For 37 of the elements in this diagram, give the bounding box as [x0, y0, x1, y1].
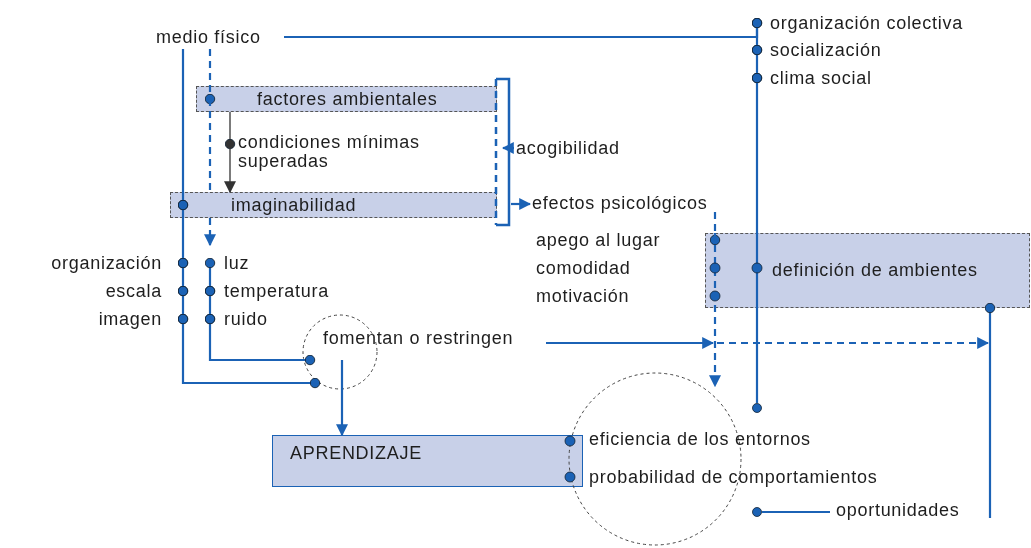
text-label: imagen — [14, 307, 162, 331]
arrow — [204, 218, 216, 247]
process-box — [196, 86, 497, 112]
text-label: organización — [14, 251, 162, 275]
text-label: luz — [224, 251, 344, 275]
text-label: eficiencia de los entornos — [589, 428, 812, 450]
box-label: imaginabilidad — [231, 193, 357, 217]
arrow — [501, 142, 514, 154]
text-label: condiciones mínimas superadas — [238, 132, 468, 172]
bracket — [493, 78, 511, 226]
text-label: oportunidades — [836, 498, 992, 522]
text-label: acogibilidad — [516, 136, 646, 160]
box-label: APRENDIZAJE — [290, 443, 422, 463]
text-label: probabilidad de comportamientos — [589, 466, 879, 488]
box-label: factores ambientales — [257, 87, 438, 111]
connector-line — [762, 510, 830, 514]
process-box — [272, 435, 583, 487]
text-label: comodidad — [536, 256, 632, 280]
text-label: escala — [14, 279, 162, 303]
arrow — [546, 337, 715, 349]
connector-line — [755, 233, 759, 403]
text-label: temperatura — [224, 279, 364, 303]
text-label: socialización — [770, 38, 970, 62]
text-label: organización colectiva — [770, 11, 1028, 35]
arrow — [336, 360, 348, 437]
arrow — [709, 233, 721, 388]
text-label: efectos psicológicos — [532, 191, 746, 215]
end-dot — [752, 403, 762, 413]
end-dot — [752, 507, 762, 517]
text-label: apego al lugar — [536, 228, 662, 252]
process-box — [705, 233, 1030, 308]
text-label: medio físico — [156, 25, 282, 49]
text-label: motivación — [536, 284, 631, 308]
box-label: definición de ambientes — [772, 259, 978, 282]
arrow — [511, 198, 532, 210]
text-label: clima social — [770, 66, 970, 90]
process-box — [170, 192, 497, 218]
